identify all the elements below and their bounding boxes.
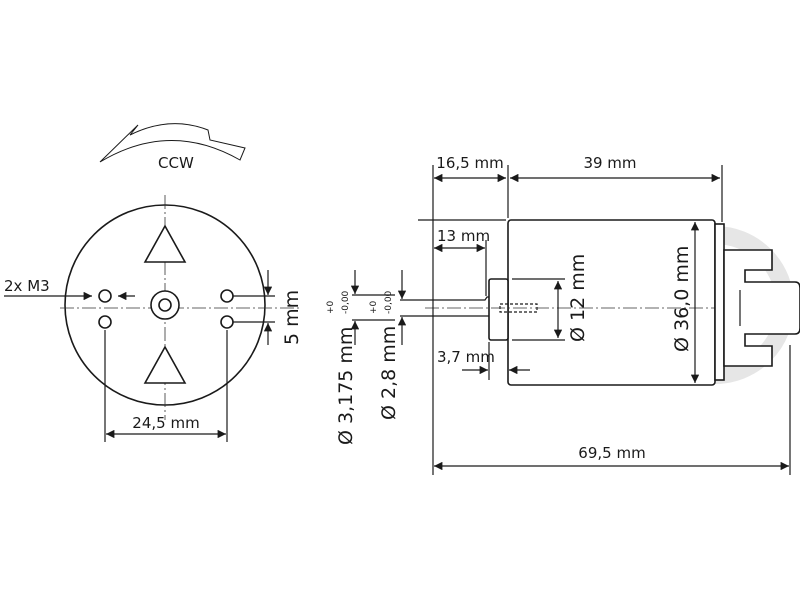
- rotation-label: CCW: [158, 154, 194, 172]
- shaft-diameter-a-label: Ø 3,175 mm: [335, 327, 357, 445]
- end-cap: [714, 223, 725, 381]
- shaft-a-tol-lower: -0,00: [341, 290, 351, 314]
- mount-hole: [98, 289, 112, 303]
- shaft-diameter-b-label: Ø 2,8 mm: [378, 326, 400, 420]
- hole-offset-label: 5 mm: [281, 290, 303, 345]
- front-boss: [488, 278, 509, 341]
- boss-length-label: 3,7 mm: [437, 348, 495, 366]
- shaft-a-tol-upper: +0: [326, 300, 336, 314]
- shaft-free-length-label: 13 mm: [437, 227, 490, 245]
- front-view: CCW 2x M3 24,5 mm 5 mm: [4, 123, 303, 442]
- side-view: 16,5 mm 39 mm 13 mm 3,7 mm Ø 12 mm Ø 36,…: [418, 154, 800, 475]
- bottom-triangle-icon: [143, 345, 187, 384]
- mount-hole: [220, 289, 234, 303]
- rotation-arrow-icon: [99, 123, 246, 163]
- mount-hole: [98, 315, 112, 329]
- boss-diameter-label: Ø 12 mm: [567, 254, 589, 342]
- shaft-length-label: 16,5 mm: [436, 154, 503, 172]
- mount-hole: [220, 315, 234, 329]
- total-length-label: 69,5 mm: [578, 444, 645, 462]
- shaft-b-tol-upper: +0: [369, 300, 379, 314]
- shaft-b-tol-lower: -0,00: [384, 290, 394, 314]
- top-triangle-icon: [143, 224, 187, 263]
- body-length-label: 39 mm: [583, 154, 636, 172]
- body-diameter-label: Ø 36,0 mm: [671, 246, 693, 352]
- hole-spacing-label: 24,5 mm: [132, 414, 199, 432]
- shaft: [430, 296, 489, 317]
- connector: [723, 249, 800, 367]
- thread-label: 2x M3: [4, 277, 50, 295]
- shaft-diameter-dims: Ø 3,175 mm +0 -0,00 Ø 2,8 mm +0 -0,00: [326, 270, 430, 445]
